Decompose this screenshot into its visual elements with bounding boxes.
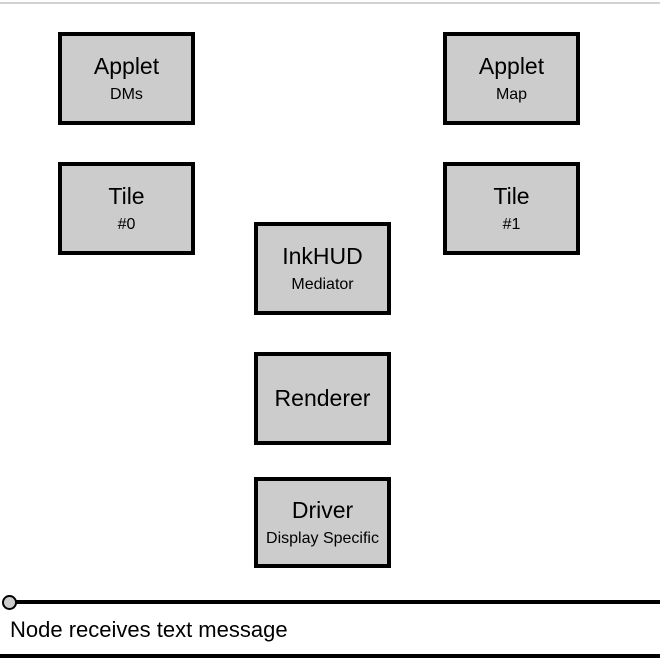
timeline-label: Node receives text message bbox=[10, 617, 288, 642]
node-renderer[interactable]: Renderer bbox=[254, 352, 391, 445]
node-subtitle: Map bbox=[495, 85, 528, 103]
node-title: Driver bbox=[291, 496, 354, 523]
node-title: Tile bbox=[108, 182, 145, 209]
node-tile-0[interactable]: Tile #0 bbox=[58, 162, 195, 255]
node-subtitle: #1 bbox=[502, 215, 521, 233]
node-subtitle: Display Specific bbox=[266, 529, 379, 547]
node-title: Applet bbox=[478, 52, 545, 79]
top-divider bbox=[0, 2, 660, 4]
node-title: Renderer bbox=[274, 385, 371, 411]
node-tile-1[interactable]: Tile #1 bbox=[443, 162, 580, 255]
bottom-divider bbox=[0, 654, 660, 658]
timeline-line bbox=[9, 600, 660, 604]
node-applet-map[interactable]: Applet Map bbox=[443, 32, 580, 125]
node-subtitle: #0 bbox=[117, 215, 136, 233]
node-subtitle: Mediator bbox=[291, 275, 354, 293]
node-title: Tile bbox=[493, 182, 530, 209]
node-subtitle: DMs bbox=[110, 85, 143, 103]
node-title: InkHUD bbox=[282, 242, 363, 269]
node-applet-dms[interactable]: Applet DMs bbox=[58, 32, 195, 125]
circle-marker-icon bbox=[2, 595, 17, 610]
node-inkhud-mediator[interactable]: InkHUD Mediator bbox=[254, 222, 391, 315]
node-driver[interactable]: Driver Display Specific bbox=[254, 477, 391, 568]
node-title: Applet bbox=[93, 52, 160, 79]
